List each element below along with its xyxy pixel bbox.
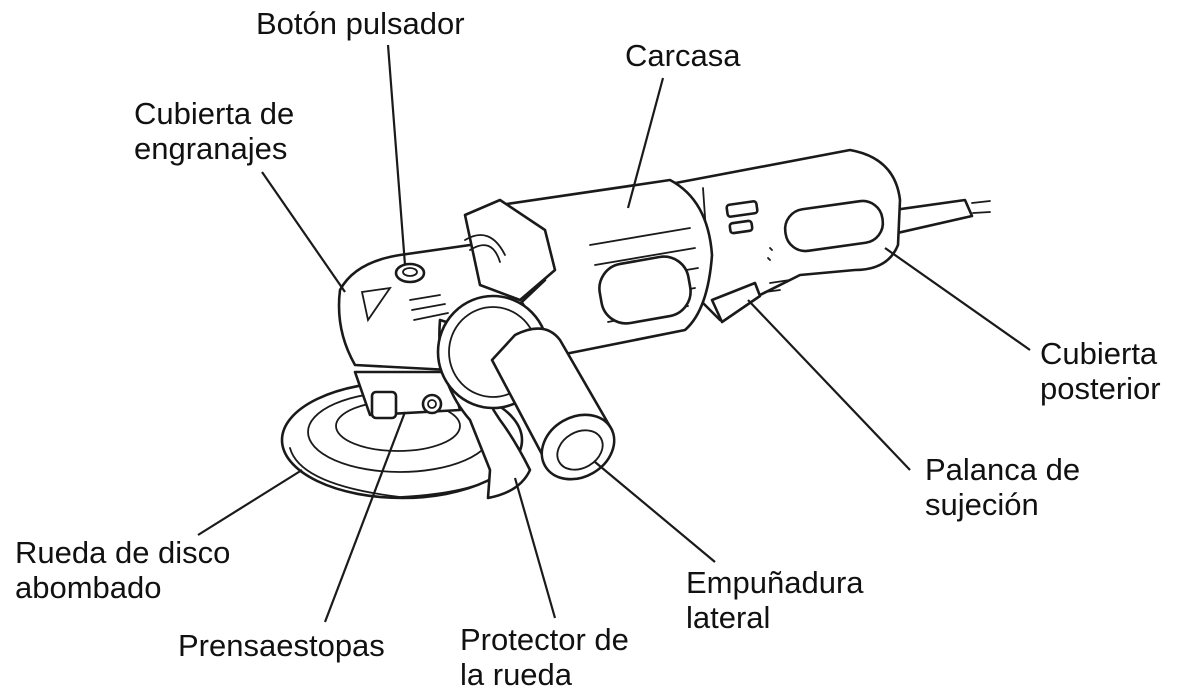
clamp-lever-shape xyxy=(710,279,791,324)
leader-gear-cover xyxy=(261,171,346,293)
label-side-grip: Empuñadura lateral xyxy=(686,565,864,635)
leader-lines xyxy=(197,44,1031,623)
leader-lever xyxy=(747,299,911,471)
label-lever: Palanca de sujeción xyxy=(925,452,1081,522)
gear-head xyxy=(337,198,557,372)
rear-cover-body xyxy=(663,148,902,322)
leader-wheel xyxy=(197,469,303,536)
leader-housing xyxy=(626,77,665,209)
side-grip xyxy=(436,294,616,481)
label-rear-cover: Cubierta posterior xyxy=(1040,336,1161,406)
leader-gland xyxy=(323,411,407,623)
label-gland: Prensaestopas xyxy=(178,628,385,663)
label-guard: Protector de la rueda xyxy=(460,622,629,692)
label-push-button: Botón pulsador xyxy=(256,6,465,41)
motor-housing xyxy=(498,178,714,357)
leader-side-grip xyxy=(594,461,716,563)
leader-push-button xyxy=(386,44,407,266)
label-gear-cover: Cubierta de engranajes xyxy=(134,96,295,166)
leader-rear-cover xyxy=(884,247,1031,351)
label-wheel: Rueda de disco abombado xyxy=(15,535,231,605)
label-housing: Carcasa xyxy=(625,38,741,73)
gland-nut xyxy=(353,370,462,420)
leader-guard xyxy=(513,477,557,619)
